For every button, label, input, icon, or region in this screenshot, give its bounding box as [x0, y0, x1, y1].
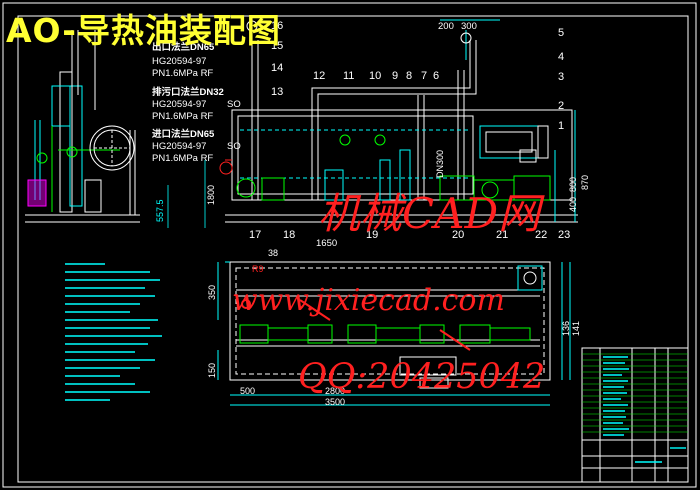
dim-557: 557.5 [155, 199, 165, 222]
balloon-20: 20 [452, 229, 464, 241]
side-dimensions [167, 160, 206, 228]
dim-500: 500 [240, 386, 255, 396]
flange-drain-pn: PN1.6MPa RF [152, 111, 213, 122]
balloon-19: 19 [366, 229, 378, 241]
dim-38: 38 [268, 248, 278, 258]
balloon-8: 8 [406, 70, 412, 82]
balloon-15: 15 [271, 40, 283, 52]
flange-outlet-pn: PN1.6MPa RF [152, 68, 213, 79]
flange-drain-name: 排污口法兰DN32 [152, 86, 224, 98]
dim-400: 400 [568, 197, 578, 212]
dim-350: 350 [207, 285, 217, 300]
side-view [25, 30, 140, 223]
so-label-1: SO [227, 99, 241, 110]
dim-2800: 2800 [325, 386, 345, 396]
drawing-title: AO-导热油装配图 [6, 11, 281, 50]
technical-notes [65, 263, 162, 401]
dim-870: 870 [580, 175, 590, 190]
flange-outlet-std: HG20594-97 [152, 56, 206, 67]
dim-200: 200 [438, 21, 454, 32]
heat-exchanger [89, 125, 135, 171]
parts-list-text [603, 356, 686, 463]
flange-inlet-name: 进口法兰DN65 [152, 128, 215, 140]
watermark-strokes [241, 299, 471, 351]
front-elevation [219, 19, 578, 223]
dim-1650: 1650 [316, 238, 337, 249]
balloon-3: 3 [558, 71, 564, 83]
balloon-16: 16 [271, 20, 283, 32]
dim-150: 150 [207, 363, 217, 378]
parts-list [581, 347, 689, 483]
balloon-22: 22 [535, 229, 547, 241]
balloon-5: 5 [558, 27, 564, 39]
dim-3500: 3500 [325, 397, 345, 407]
balloon-12: 12 [313, 70, 325, 82]
balloon-2: 2 [558, 100, 564, 112]
flange-outlet-name: 出口法兰DN65 [152, 41, 215, 53]
balloon-21: 21 [496, 229, 508, 241]
flange-inlet-pn: PN1.6MPa RF [152, 153, 213, 164]
balloon-1: 1 [558, 120, 564, 132]
dim-300: 300 [461, 21, 477, 32]
dn300-label: DN300 [435, 150, 445, 178]
balloon-23: 23 [558, 229, 570, 241]
so-label-2: SO [227, 141, 241, 152]
balloon-18: 18 [283, 229, 295, 241]
balloon-7: 7 [421, 70, 427, 82]
dim-141: 141 [571, 321, 581, 336]
balloon-9: 9 [392, 70, 398, 82]
balloon-17: 17 [249, 229, 261, 241]
dim-800: 800 [568, 177, 578, 192]
balloon-13: 13 [271, 86, 283, 98]
parts-list-rows [582, 353, 688, 433]
balloon-11: 11 [343, 70, 354, 82]
dim-136: 136 [561, 321, 571, 336]
flange-drain-std: HG20594-97 [152, 99, 206, 110]
dim-1800: 1800 [206, 185, 216, 205]
plan-view [217, 261, 571, 406]
flange-inlet-std: HG20594-97 [152, 141, 206, 152]
balloon-14: 14 [271, 62, 283, 74]
balloon-6: 6 [433, 70, 439, 82]
balloon-4: 4 [558, 51, 564, 63]
drawing-frame-inner [17, 15, 689, 483]
dim-r9: R9 [252, 264, 264, 274]
balloon-10: 10 [369, 70, 381, 82]
